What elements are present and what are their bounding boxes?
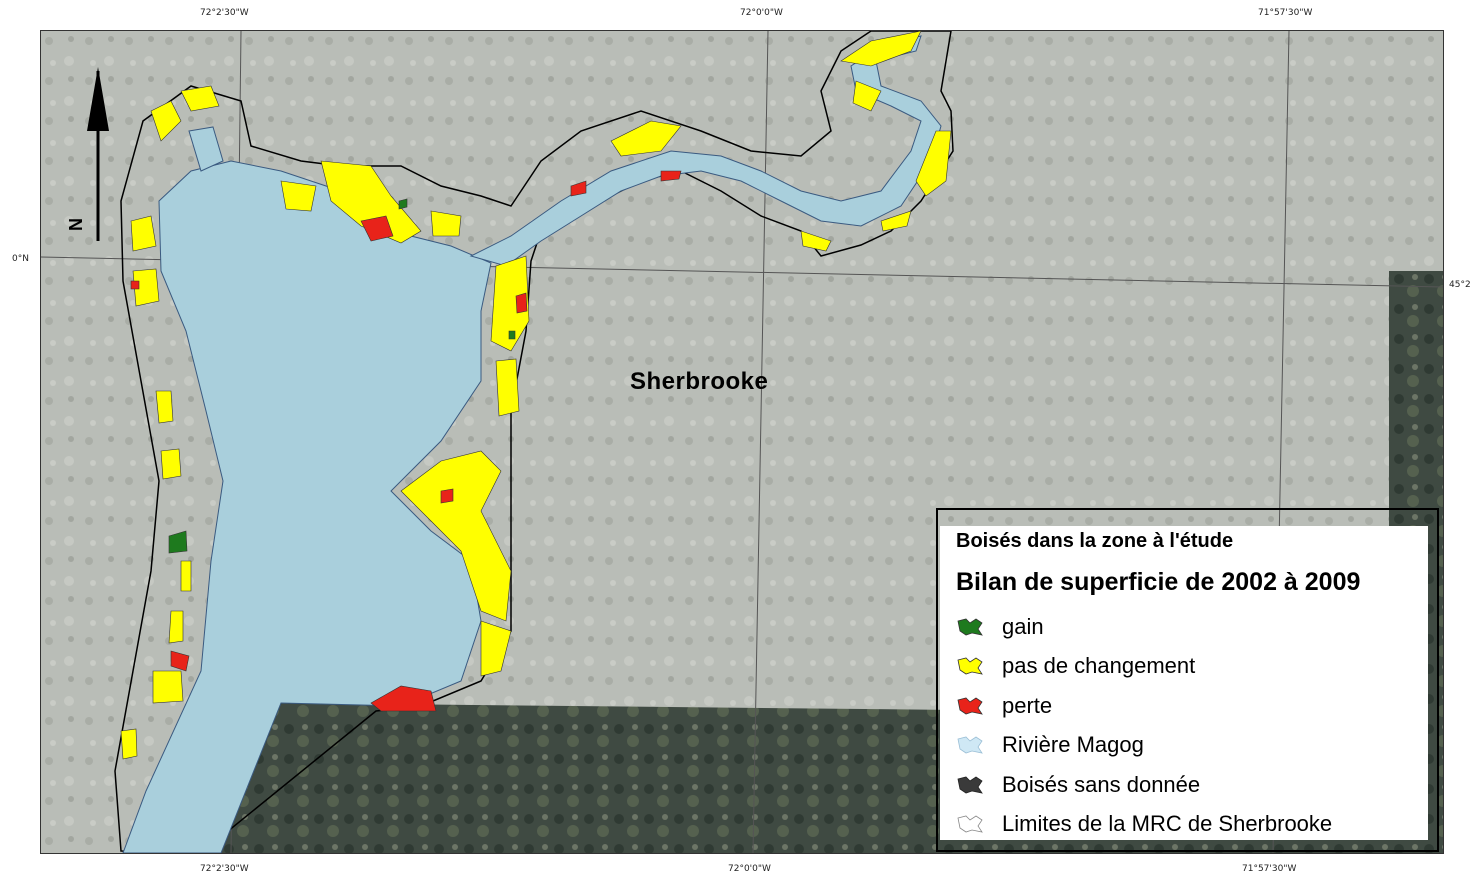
legend-label-no-change: pas de changement [1002, 653, 1196, 678]
coord-top-mid: 72°0'0"W [740, 8, 783, 18]
loss-swatch-icon [957, 697, 983, 715]
legend-label-river: Rivière Magog [1002, 732, 1144, 757]
legend-item-river: Rivière Magog [956, 730, 1144, 760]
legend: Boisés dans la zone à l'étude Bilan de s… [936, 508, 1439, 852]
legend-item-gain: gain [956, 612, 1044, 642]
gain-swatch-icon [957, 618, 983, 636]
no-change-swatch-icon [957, 657, 983, 675]
woods-gain [168, 198, 516, 554]
coord-bottom-right: 71°57'30"W [1242, 864, 1297, 874]
legend-title: Boisés dans la zone à l'étude [956, 530, 1234, 552]
legend-item-no-change: pas de changement [956, 651, 1195, 681]
legend-label-loss: perte [1002, 693, 1053, 718]
legend-label-boundary: Limites de la MRC de Sherbrooke [1002, 811, 1333, 836]
coord-bottom-left: 72°2'30"W [200, 864, 249, 874]
river-magog [469, 35, 942, 267]
coord-right-lat: 45°2 [1449, 280, 1471, 290]
coord-bottom-mid: 72°0'0"W [728, 864, 771, 874]
bay-north [188, 126, 224, 172]
coord-top-right: 71°57'30"W [1258, 8, 1313, 18]
boundary-swatch-icon [957, 815, 983, 833]
no-data-swatch-icon [957, 776, 983, 794]
legend-label-no-data: Boisés sans donnée [1002, 772, 1201, 797]
legend-item-boundary: Limites de la MRC de Sherbrooke [956, 809, 1332, 839]
legend-panel: Boisés dans la zone à l'étude Bilan de s… [940, 526, 1428, 840]
river-swatch-icon [957, 736, 983, 754]
north-label: N [66, 218, 86, 231]
legend-subtitle: Bilan de superficie de 2002 à 2009 [956, 568, 1361, 596]
legend-item-no-data: Boisés sans donnée [956, 770, 1200, 800]
legend-label-gain: gain [1002, 614, 1044, 639]
legend-item-loss: perte [956, 691, 1052, 721]
city-label: Sherbrooke [630, 368, 769, 395]
woods-loss [130, 170, 682, 712]
coord-left-lat: 0°N [12, 254, 29, 264]
coord-top-left: 72°2'30"W [200, 8, 249, 18]
north-arrow-icon [87, 67, 109, 241]
woods-no-change [120, 31, 952, 760]
